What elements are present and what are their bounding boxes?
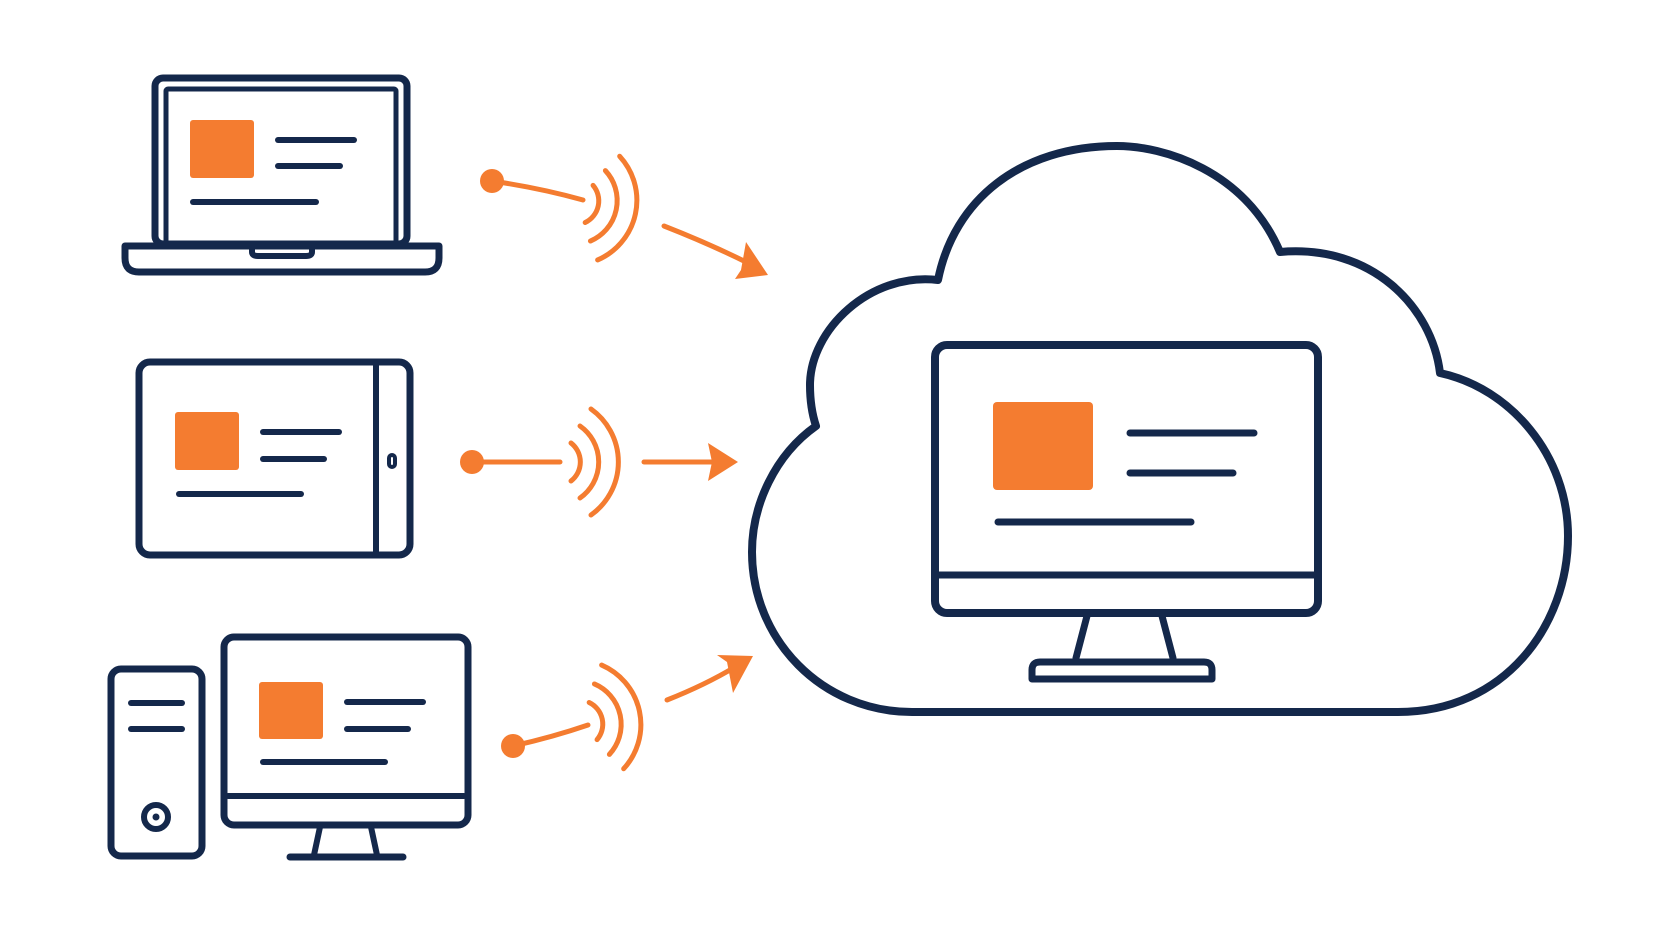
connection-laptop	[480, 153, 768, 279]
tablet-screen-block	[175, 412, 239, 470]
arrow-right-icon	[717, 655, 753, 693]
desktop-screen-block	[259, 682, 323, 739]
cloud-screen-block	[993, 402, 1093, 490]
pc-tower	[107, 665, 206, 860]
cloud-icon	[748, 142, 1572, 716]
connection-tablet	[460, 406, 738, 518]
connection-line	[510, 722, 591, 749]
connection-desktop	[501, 655, 753, 772]
laptop-icon	[121, 74, 443, 276]
wireless-signal-icon	[586, 662, 644, 772]
monitor-icon	[931, 341, 1322, 683]
connection-line	[661, 223, 753, 267]
arrow-right-icon	[735, 242, 768, 279]
monitor-stand	[311, 824, 380, 858]
laptop-screen-block	[190, 120, 254, 178]
wireless-signal-icon	[568, 406, 621, 518]
desktop-tower-icon	[107, 633, 472, 861]
connection-line	[664, 664, 738, 703]
tablet-icon	[135, 358, 414, 559]
cloud-monitor-frame	[931, 341, 1322, 617]
monitor-foot	[1028, 658, 1216, 683]
wireless-signal-icon	[582, 153, 640, 263]
tablet-home-button	[387, 453, 397, 469]
monitor-stand	[1072, 612, 1177, 662]
arrow-right-icon	[708, 443, 738, 481]
laptop-notch	[249, 245, 315, 259]
power-button-icon	[141, 802, 171, 832]
laptop-base	[121, 242, 443, 276]
connection-line	[489, 178, 586, 203]
pc-monitor	[220, 633, 472, 829]
